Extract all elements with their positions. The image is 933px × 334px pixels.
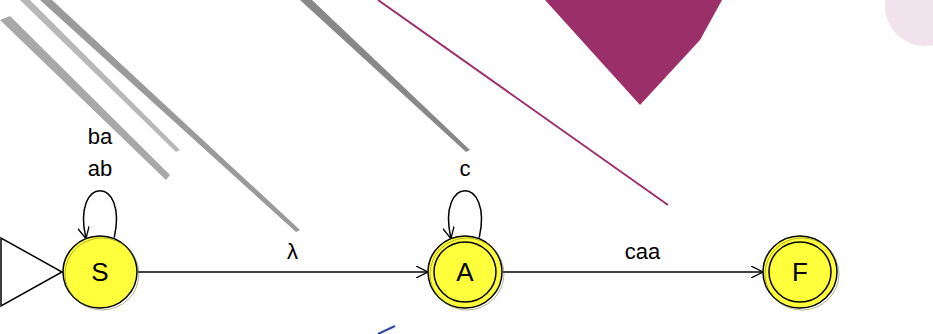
transition-arrow: [138, 271, 427, 273]
transition-arrow: [449, 191, 482, 238]
state-name: A: [456, 257, 473, 288]
corner-circle: [885, 0, 933, 46]
transition-arrow: [84, 191, 117, 238]
purple-swoosh: [545, 0, 722, 105]
accepting-state: A: [427, 235, 503, 309]
accept-ring: [769, 242, 831, 302]
state-name: F: [792, 257, 808, 288]
transition-label: c: [458, 153, 473, 185]
transition-label: λ: [285, 236, 300, 268]
accept-ring: [434, 242, 496, 302]
transition-label: ba ab: [86, 121, 114, 185]
state-circle: S: [62, 235, 138, 309]
state-name: S: [91, 257, 108, 288]
gray-streak: [300, 0, 470, 152]
purple-line: [378, 0, 668, 205]
circle-shadow: [65, 238, 139, 310]
transition-arrow: [503, 271, 762, 273]
circle-shadow: [765, 238, 839, 310]
start-marker: [1, 238, 62, 306]
gray-streak: [40, 0, 300, 232]
circle-shadow: [430, 238, 504, 310]
transition-label: caa: [623, 236, 662, 268]
blue-stroke: [378, 326, 395, 334]
gray-streak: [0, 16, 170, 180]
accepting-state: F: [762, 235, 838, 309]
